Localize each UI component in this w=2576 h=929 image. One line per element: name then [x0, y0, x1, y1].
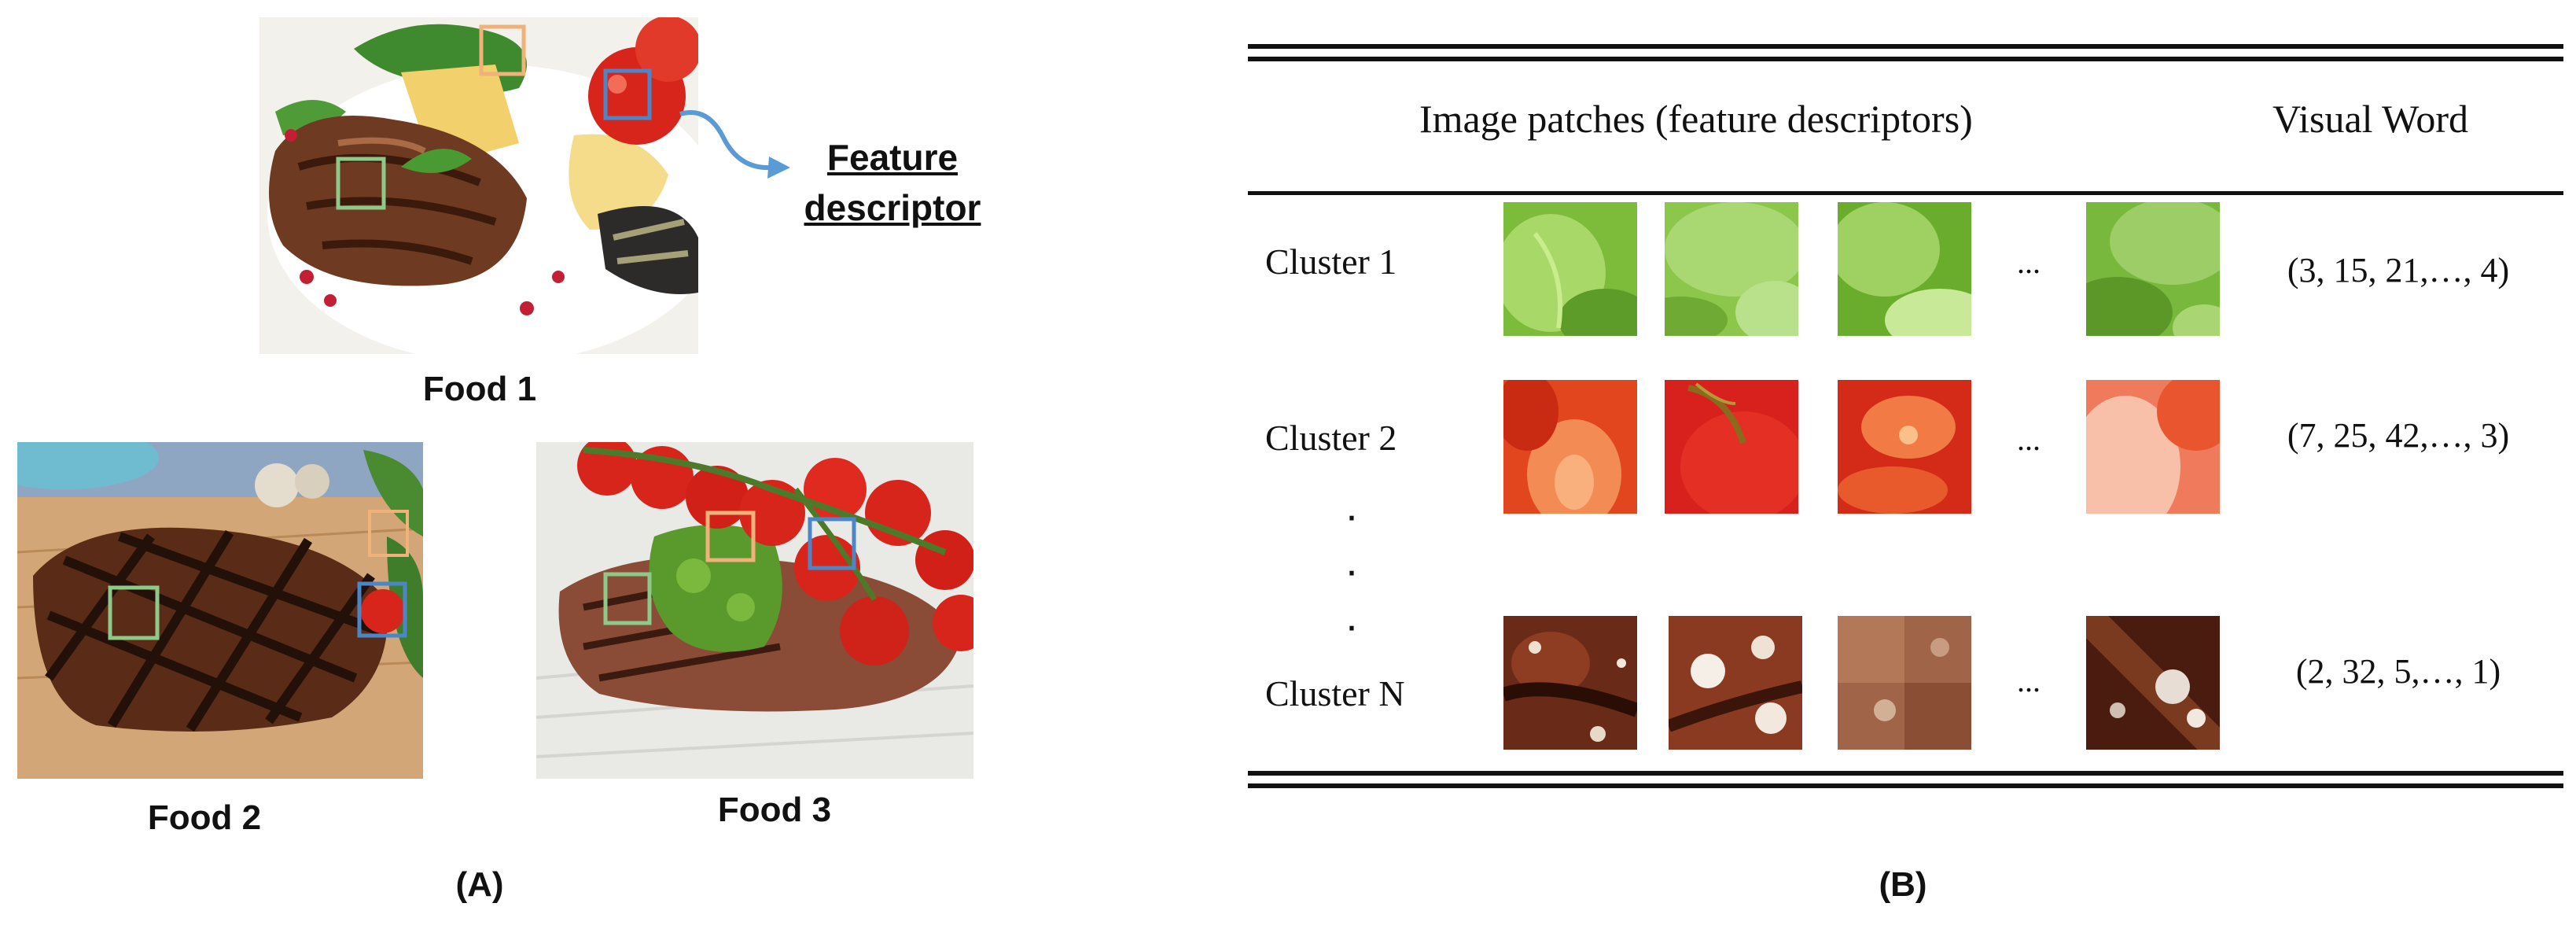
cluster-n-patch: [1503, 616, 1637, 750]
cluster-n-label: Cluster N: [1265, 673, 1405, 713]
cluster-2-patch: [1838, 380, 1971, 514]
table-bottom-rule: [1248, 771, 2563, 776]
table-top-rule-2: [1248, 57, 2563, 61]
table-top-rule: [1248, 44, 2563, 49]
cluster-n-patch: [2086, 616, 2220, 750]
cluster-1-patch: [1503, 202, 1637, 336]
cluster-1-patch: [1838, 202, 1971, 336]
cluster-2-patch: [2086, 380, 2220, 514]
food-2-image: [17, 442, 423, 779]
cluster-1-ellipsis: ...: [2017, 245, 2041, 280]
cluster-2-ellipsis: ...: [2017, 422, 2041, 457]
food-3-label: Food 3: [717, 791, 832, 829]
panel-a-label: (A): [455, 865, 504, 904]
food-1-label: Food 1: [422, 370, 537, 408]
vertical-dot-1: ·: [1345, 492, 1359, 539]
cluster-2-patch: [1665, 380, 1798, 514]
vertical-dot-3: ·: [1345, 602, 1359, 649]
food-3-image: [536, 442, 973, 779]
table-header-rule: [1248, 191, 2563, 195]
cluster-n-ellipsis: ...: [2017, 663, 2041, 699]
table-bottom-rule-2: [1248, 783, 2563, 788]
cluster-2-label: Cluster 2: [1265, 418, 1397, 458]
cluster-1-label: Cluster 1: [1265, 241, 1397, 282]
cluster-2-patch: [1503, 380, 1637, 514]
food-2-label: Food 2: [147, 798, 262, 837]
header-image-patches: Image patches (feature descriptors): [1419, 97, 1973, 141]
feature-arrow: [679, 110, 790, 179]
cluster-2-visual-word: (7, 25, 42,…, 3): [2287, 416, 2510, 455]
food-1-image: [259, 17, 698, 354]
cluster-n-patch: [1838, 616, 1971, 750]
vertical-dot-2: ·: [1345, 547, 1359, 594]
feature-descriptor-label: Feature descriptor: [804, 137, 981, 228]
cluster-1-patch: [1665, 202, 1798, 336]
header-visual-word: Visual Word: [2272, 97, 2468, 141]
panel-b-label: (B): [1879, 865, 1927, 904]
cluster-n-visual-word: (2, 32, 5,…, 1): [2295, 652, 2501, 691]
cluster-n-patch: [1669, 616, 1802, 750]
cluster-1-patch: [2086, 202, 2220, 336]
cluster-1-visual-word: (3, 15, 21,…, 4): [2287, 251, 2510, 289]
